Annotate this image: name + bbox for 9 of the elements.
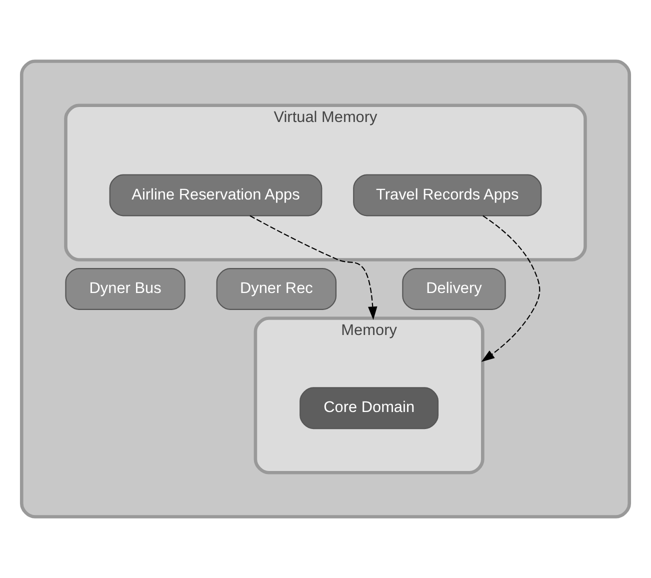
node-box: Airline Reservation Apps — [109, 174, 322, 216]
arrow — [481, 215, 540, 362]
node-box: Dyner Bus — [65, 268, 186, 310]
node-box: Delivery — [402, 268, 506, 310]
arrow — [250, 215, 378, 320]
node-box: Core Domain — [300, 387, 439, 430]
node-box: Dyner Rec — [216, 268, 337, 310]
cluster — [20, 60, 632, 518]
node-box: Travel Records Apps — [353, 174, 542, 216]
